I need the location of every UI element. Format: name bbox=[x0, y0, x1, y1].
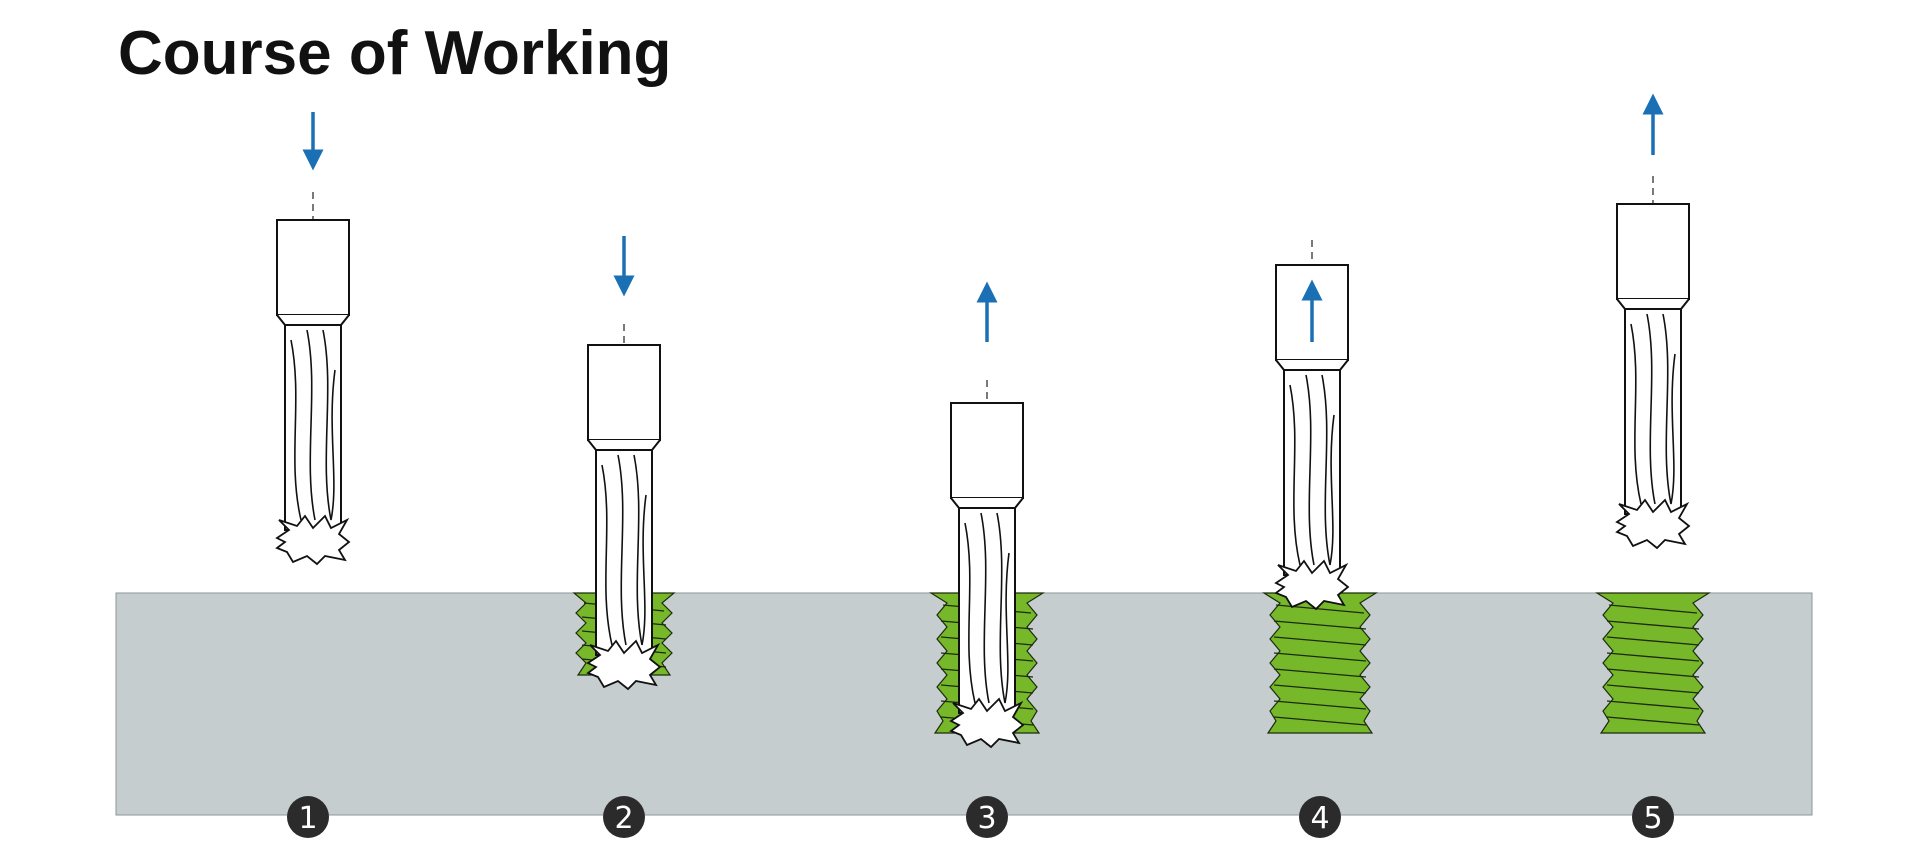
step-1-milling-tool bbox=[275, 219, 351, 566]
step-4-number: 4 bbox=[1310, 801, 1329, 836]
step-3-group: 3 bbox=[928, 281, 1046, 838]
step-4-thread-cut bbox=[1261, 592, 1379, 734]
step-4-group: 4 bbox=[1261, 240, 1379, 838]
diagram-title: Course of Working bbox=[118, 19, 672, 88]
step-2-group: 2 bbox=[572, 236, 676, 838]
step-2-badge: 2 bbox=[603, 796, 645, 838]
step-1-number: 1 bbox=[298, 801, 317, 836]
step-3-milling-tool bbox=[949, 402, 1025, 749]
step-5-badge: 5 bbox=[1632, 796, 1674, 838]
step-1-badge: 1 bbox=[287, 796, 329, 838]
step-5-group: 5 bbox=[1594, 93, 1712, 838]
step-4-milling-tool bbox=[1274, 264, 1350, 611]
step-2-milling-tool bbox=[586, 344, 662, 691]
step-2-number: 2 bbox=[614, 801, 633, 836]
step-5-thread-cut bbox=[1594, 592, 1712, 734]
step-3-badge: 3 bbox=[966, 796, 1008, 838]
step-3-number: 3 bbox=[977, 801, 996, 836]
step-5-number: 5 bbox=[1643, 801, 1662, 836]
step-1-group: 1 bbox=[275, 112, 351, 838]
step-4-badge: 4 bbox=[1299, 796, 1341, 838]
step-5-milling-tool bbox=[1615, 203, 1691, 550]
